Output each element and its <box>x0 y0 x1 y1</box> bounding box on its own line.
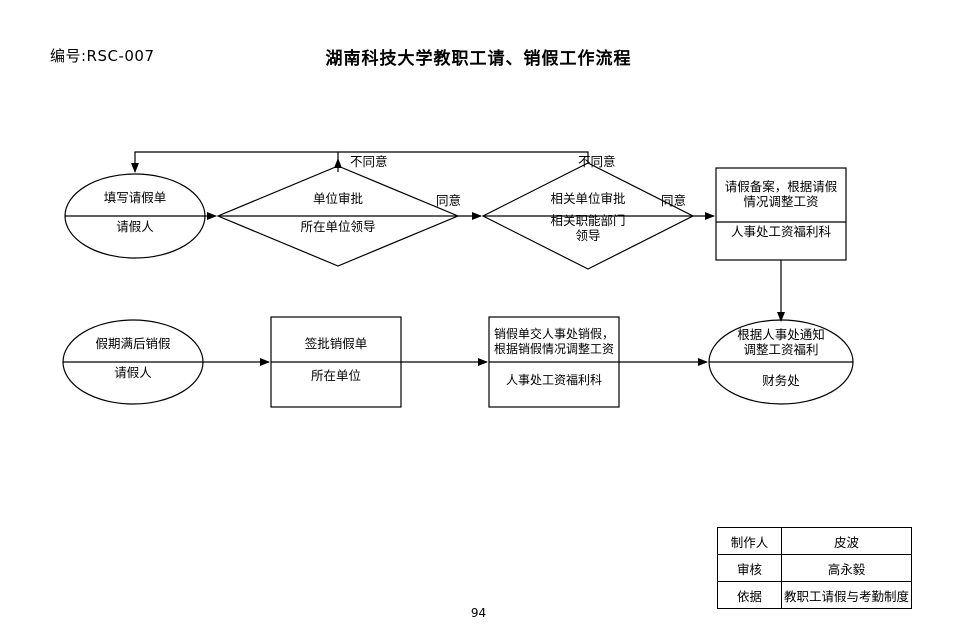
signature-value-0: 皮波 <box>780 527 913 555</box>
signature-value-1: 高永毅 <box>780 554 913 582</box>
page-title: 湖南科技大学教职工请、销假工作流程 <box>325 49 632 69</box>
signature-table: 制作人 皮波 审核 高永毅 依据 教职工请假与考勤制度 <box>717 527 913 609</box>
edge-label-agree-2: 同意 <box>661 193 687 208</box>
node-leave-record-shape <box>715 167 847 261</box>
edge-label-agree-1: 同意 <box>436 193 462 208</box>
table-row: 制作人 皮波 <box>717 527 913 555</box>
signature-value-2: 教职工请假与考勤制度 <box>780 581 913 609</box>
table-row: 审核 高永毅 <box>717 554 913 582</box>
document-code: 编号:RSC-007 <box>50 47 155 65</box>
page-number: 94 <box>470 606 487 620</box>
node-related-unit-approval-shape <box>481 162 695 270</box>
table-row: 依据 教职工请假与考勤制度 <box>717 581 913 609</box>
signature-key-1: 审核 <box>717 554 782 582</box>
edge-label-reject-2: 不同意 <box>578 154 616 169</box>
edge-diamond2-reject-feedback <box>338 151 589 163</box>
signature-key-0: 制作人 <box>717 527 782 555</box>
edge-label-reject-1: 不同意 <box>350 154 388 169</box>
edge-diamond1-reject-feedback <box>131 151 339 173</box>
node-unit-approval-shape <box>216 165 460 267</box>
signature-key-2: 依据 <box>717 581 782 609</box>
